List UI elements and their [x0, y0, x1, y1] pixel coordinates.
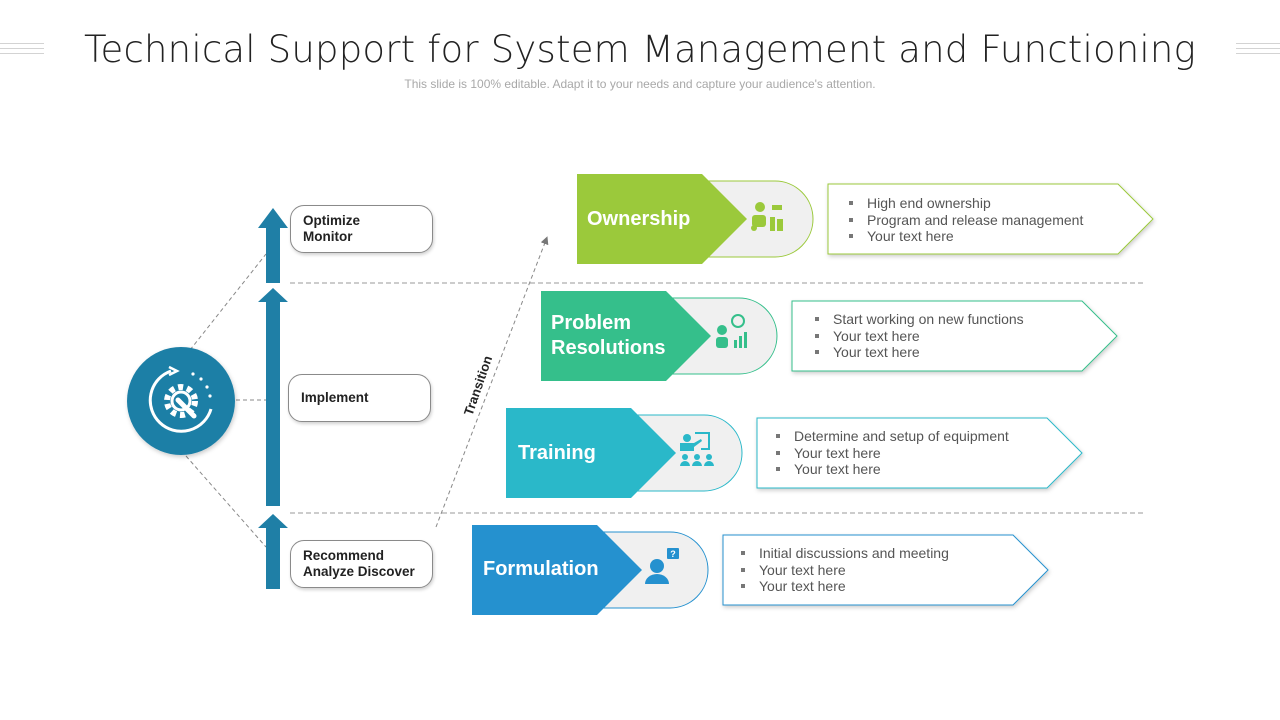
- phase-label-optimize-monitor: Optimize Monitor: [290, 205, 433, 253]
- phase-arrow-bottom: [258, 514, 288, 589]
- stage-description-box: [827, 183, 1154, 255]
- phase-label-line2: Monitor: [303, 229, 353, 244]
- stage-label-text: Problem: [551, 312, 632, 334]
- stage-description-box: [722, 534, 1049, 606]
- bullet-item: Your text here: [841, 228, 1083, 245]
- phase-arrow-top: [258, 208, 288, 283]
- transition-arrow: [435, 236, 549, 528]
- stage-block: [577, 174, 747, 264]
- stage-problem-resolutions: [541, 291, 1118, 381]
- stage-label-ownership: Ownership: [587, 207, 690, 232]
- bullet-list-ownership: High end ownership Program and release m…: [841, 195, 1083, 245]
- bullet-list-problem-resolutions: Start working on new functions Your text…: [807, 311, 1024, 361]
- idea-question-growth-icon: [716, 314, 747, 348]
- phase-label-line1: Optimize: [303, 213, 361, 228]
- bullet-item: Initial discussions and meeting: [733, 545, 949, 562]
- stage-block: [506, 408, 676, 498]
- presentation-audience-icon: [680, 432, 714, 466]
- svg-text:?: ?: [670, 549, 676, 559]
- stage-label-text: Resolutions: [551, 337, 666, 359]
- phase-label-line1: Implement: [301, 390, 369, 405]
- bullet-item: Your text here: [733, 578, 949, 595]
- bullet-list-formulation: Initial discussions and meeting Your tex…: [733, 545, 949, 595]
- stage-formulation: ?: [472, 525, 1049, 615]
- hub-connector-top: [189, 253, 267, 351]
- stage-label-training: Training: [518, 441, 596, 466]
- decorative-lines-right: [1236, 43, 1280, 58]
- bullet-item: Start working on new functions: [807, 311, 1024, 328]
- bullet-item: High end ownership: [841, 195, 1083, 212]
- bullet-item: Your text here: [733, 562, 949, 579]
- phase-label-recommend-analyze-discover: Recommend Analyze Discover: [290, 540, 433, 588]
- phase-label-line2: Analyze Discover: [303, 564, 415, 579]
- owner-workstation-icon: [751, 202, 783, 231]
- stage-label-text: Training: [518, 442, 596, 464]
- bullet-item: Your text here: [807, 344, 1024, 361]
- decorative-lines-left: [0, 43, 44, 58]
- bullet-item: Your text here: [768, 461, 1009, 478]
- stage-ownership: [577, 174, 1154, 264]
- hub-connector-bottom: [185, 455, 267, 548]
- page-title: Technical Support for System Management …: [84, 28, 1196, 71]
- stage-label-text: Ownership: [587, 208, 691, 230]
- stage-training: [506, 408, 1083, 498]
- stage-block: [472, 525, 642, 615]
- stage-description-box: [791, 300, 1118, 372]
- phase-label-line1: Recommend: [303, 548, 385, 563]
- stage-label-text: Formulation: [483, 558, 599, 580]
- page-subtitle: This slide is 100% editable. Adapt it to…: [404, 77, 876, 91]
- stage-block: [541, 291, 711, 381]
- person-question-icon: ?: [645, 548, 679, 584]
- phase-label-implement: Implement: [288, 374, 431, 422]
- gear-wrench-cycle-icon: [148, 365, 213, 433]
- bullet-item: Program and release management: [841, 212, 1083, 229]
- bullet-item: Determine and setup of equipment: [768, 428, 1009, 445]
- bullet-list-training: Determine and setup of equipment Your te…: [768, 428, 1009, 478]
- bullet-item: Your text here: [768, 445, 1009, 462]
- stage-label-formulation: Formulation: [483, 557, 599, 582]
- bullet-item: Your text here: [807, 328, 1024, 345]
- stage-description-box: [756, 417, 1083, 489]
- phase-arrow-middle: [258, 288, 288, 506]
